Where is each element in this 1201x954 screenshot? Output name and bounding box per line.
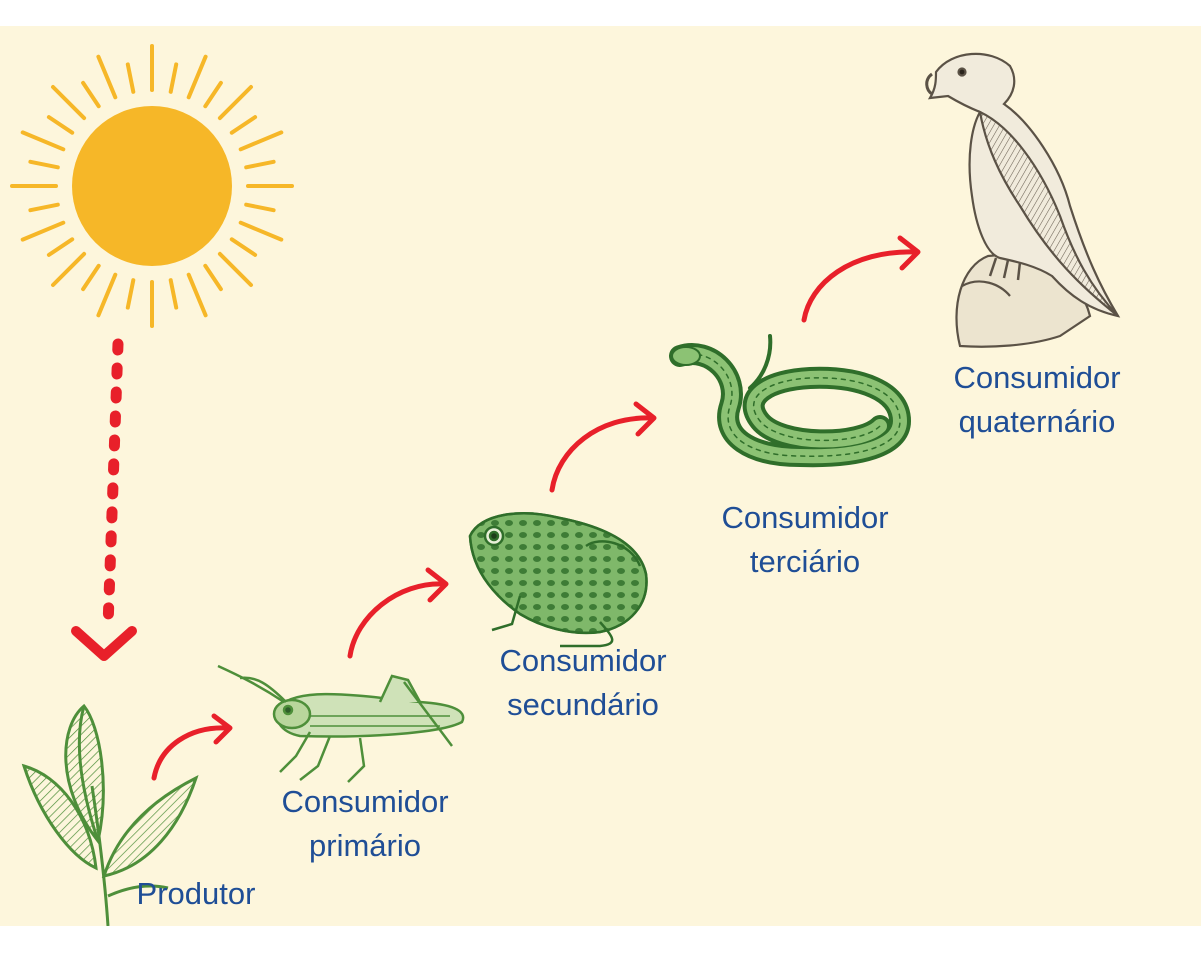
label-quaternario-line1: Consumidor	[953, 360, 1121, 395]
snake-icon	[669, 334, 912, 468]
label-primario-line1: Consumidor	[281, 784, 449, 819]
label-consumidor-terciario: Consumidor terciário	[700, 496, 910, 584]
sun-ray	[229, 115, 258, 135]
sun-ray	[28, 159, 60, 170]
energy-dotted-arrow	[71, 338, 137, 661]
sun-ray	[244, 159, 276, 170]
arrow-primario-to-secundario	[347, 567, 449, 659]
grasshopper-icon	[217, 664, 465, 783]
sun-ray	[186, 272, 208, 318]
diagram-artwork	[10, 44, 1121, 926]
sun-ray	[125, 62, 136, 94]
arrow-secundario-to-terciario	[549, 401, 657, 493]
label-terciario-line1: Consumidor	[721, 500, 889, 535]
sun-ray	[238, 220, 284, 242]
label-secundario-line1: Consumidor	[499, 643, 667, 678]
hawk-icon	[925, 52, 1121, 348]
label-terciario-line2: terciário	[749, 544, 861, 579]
sun-ray	[81, 263, 101, 292]
plant-icon	[21, 703, 199, 926]
arrow-terciario-to-quaternario	[801, 235, 921, 323]
sun-ray	[203, 80, 223, 109]
label-consumidor-secundario: Consumidor secundário	[478, 639, 688, 727]
sun-ray	[96, 54, 118, 100]
sun-ray	[186, 54, 208, 100]
arrow-produtor-to-primario	[151, 713, 233, 781]
sun-ray	[244, 202, 276, 213]
label-primario-line2: primário	[309, 828, 421, 863]
sun-ray	[203, 263, 223, 292]
sun-ray	[217, 85, 253, 121]
sun-ray	[217, 251, 253, 287]
label-consumidor-quaternario: Consumidor quaternário	[932, 356, 1142, 444]
label-secundario-line2: secundário	[507, 687, 659, 722]
sun-ray	[46, 115, 75, 135]
label-produtor: Produtor	[118, 872, 274, 916]
sun-ray	[20, 130, 66, 152]
food-chain-diagram: Produtor Consumidor primário Consumidor …	[0, 26, 1201, 926]
sun-ray	[28, 202, 60, 213]
sun-ray	[81, 80, 101, 109]
label-consumidor-primario: Consumidor primário	[260, 780, 470, 868]
frog-icon	[468, 512, 648, 648]
sun-ray	[238, 130, 284, 152]
sun-icon	[10, 44, 294, 328]
sun-ray	[168, 62, 179, 94]
sun-ray	[46, 237, 75, 257]
sun-ray	[20, 220, 66, 242]
sun-ray	[229, 237, 258, 257]
sun-ray	[51, 251, 87, 287]
sun-ray	[51, 85, 87, 121]
label-quaternario-line2: quaternário	[958, 404, 1116, 439]
label-produtor-line1: Produtor	[136, 876, 256, 911]
sun-ray	[125, 278, 136, 310]
sun-ray	[168, 278, 179, 310]
sun-ray	[96, 272, 118, 318]
